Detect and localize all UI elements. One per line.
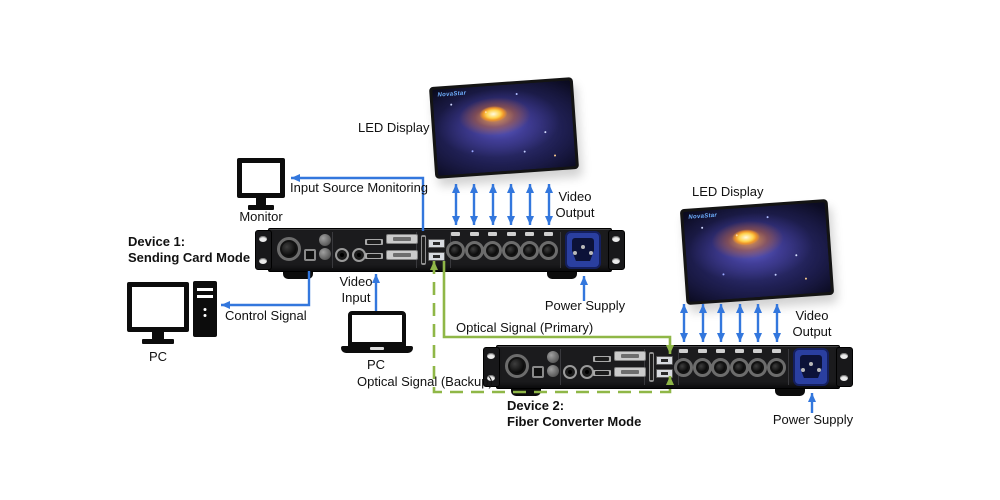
monitor-screen: [237, 158, 285, 198]
knob: [319, 248, 331, 260]
input-source-monitoring-label: Input Source Monitoring: [290, 180, 429, 195]
video-output-2-label: Video Output: [792, 308, 832, 339]
xlr-output-port: [465, 241, 484, 260]
video-output-arrows-2: [680, 304, 781, 342]
video-output-1-label: Video Output: [555, 189, 595, 220]
xlr-output-port: [748, 358, 767, 377]
rack-foot: [511, 389, 541, 396]
desktop-pc-label: PC: [148, 349, 168, 364]
fiber-port-primary: [428, 239, 445, 248]
video-output-arrows-1: [452, 184, 553, 225]
xlr-output-port: [693, 358, 712, 377]
monitor-label: Monitor: [239, 209, 283, 224]
laptop-base: [341, 346, 413, 353]
usb-port: [304, 249, 316, 261]
device1-rack: [255, 228, 625, 279]
optical-primary-label: Optical Signal (Primary): [456, 320, 594, 335]
knob: [547, 351, 559, 363]
monitor-out-slot: [421, 235, 426, 265]
xlr-output-port: [483, 241, 502, 260]
rack-foot: [775, 389, 805, 396]
laptop-pc-label: PC: [366, 357, 386, 372]
hdmi-port: [593, 356, 611, 362]
xlr-output-port: [730, 358, 749, 377]
rack-ear-right: [836, 347, 853, 387]
dvi-port: [386, 234, 418, 244]
desktop-pc-icon: [127, 281, 217, 344]
dvi-port: [614, 367, 646, 377]
dvi-port: [386, 250, 418, 260]
led-display-1: NovaStar: [428, 77, 580, 179]
video-input-label: Video Input: [339, 274, 373, 305]
rack-ear-right: [608, 230, 625, 270]
fiber-port-backup: [428, 252, 445, 261]
xlr-input-port: [505, 354, 529, 378]
knob: [319, 234, 331, 246]
xlr-output-port: [674, 358, 693, 377]
monitor-icon: [237, 158, 285, 210]
usb-port: [532, 366, 544, 378]
hdmi-port: [365, 253, 383, 259]
monitor-stand: [256, 198, 266, 205]
device1-title: Device 1: Sending Card Mode: [128, 234, 251, 265]
led-display-1-screen: NovaStar: [432, 80, 576, 176]
laptop-icon: [341, 311, 413, 353]
device2-title: Device 2: Fiber Converter Mode: [507, 398, 642, 429]
led-display-2-label: LED Display: [692, 184, 764, 199]
rack-foot: [547, 272, 577, 279]
led-display-1-label: LED Display: [358, 120, 430, 135]
fiber-port-backup: [656, 369, 673, 378]
desktop-tower: [193, 281, 217, 337]
xlr-output-port: [502, 241, 521, 260]
rack-foot: [283, 272, 313, 279]
bnc-port: [580, 365, 594, 379]
xlr-output-port: [539, 241, 558, 260]
fiber-port-primary: [656, 356, 673, 365]
bnc-port: [563, 365, 577, 379]
power-supply-1-label: Power Supply: [544, 298, 626, 313]
bnc-port: [335, 248, 349, 262]
xlr-output-port: [767, 358, 786, 377]
novastar-logo: NovaStar: [437, 90, 467, 99]
monitor-base: [248, 205, 274, 210]
laptop-screen: [348, 311, 406, 346]
optical-backup-label: Optical Signal (Backup): [357, 374, 493, 389]
desktop-monitor: [127, 282, 189, 332]
power-inlet: [565, 231, 601, 269]
desktop-base: [142, 339, 174, 344]
hdmi-port: [365, 239, 383, 245]
xlr-output-port: [711, 358, 730, 377]
bnc-port: [352, 248, 366, 262]
control-signal-label: Control Signal: [225, 308, 307, 323]
xlr-output-port: [446, 241, 465, 260]
xlr-output-port: [520, 241, 539, 260]
power-supply-2-label: Power Supply: [772, 412, 854, 427]
knob: [547, 365, 559, 377]
monitor-out-slot: [649, 352, 654, 382]
led-display-2-screen: NovaStar: [683, 202, 831, 302]
device2-rack: [483, 345, 853, 396]
hdmi-port: [593, 370, 611, 376]
dvi-port: [614, 351, 646, 361]
power-inlet: [793, 348, 829, 386]
led-display-2: NovaStar: [679, 198, 835, 306]
xlr-input-port: [277, 237, 301, 261]
rack-ear-left: [255, 230, 272, 270]
novastar-logo: NovaStar: [688, 212, 718, 221]
desktop-stand: [152, 332, 164, 339]
